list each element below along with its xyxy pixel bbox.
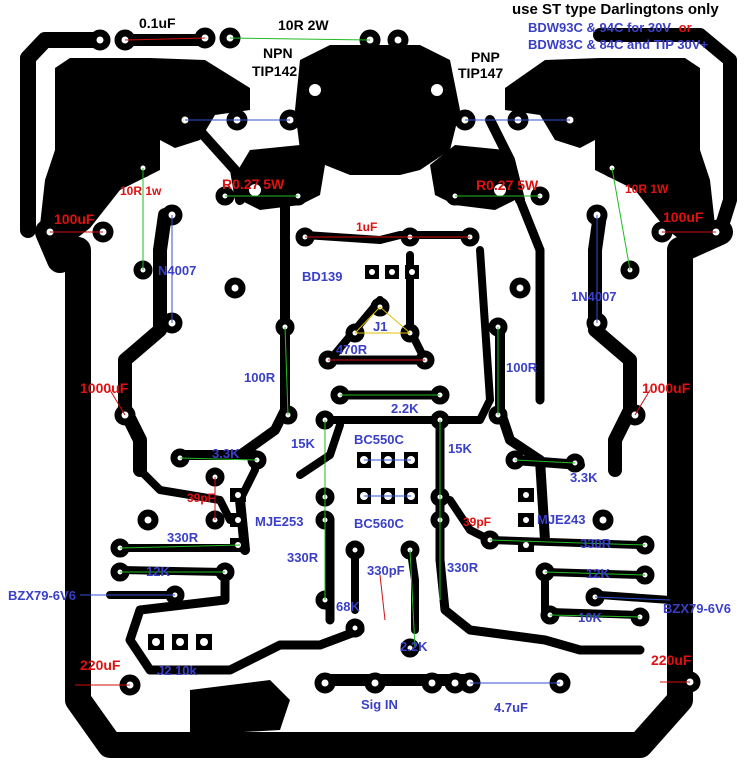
header-line1: use ST type Darlingtons only — [512, 1, 719, 18]
label-cap-39pf-right: 39pF — [463, 515, 491, 529]
label-res-330r-left: 330R — [167, 530, 199, 545]
label-res-12k-left: 12K — [146, 564, 170, 579]
label-diode-left: N4007 — [158, 263, 196, 278]
label-cap-220uf-right: 220uF — [651, 652, 692, 668]
label-res-10r2w: 10R 2W — [278, 17, 329, 33]
component-labels: 0.1uF 10R 2W NPN TIP142 PNP TIP147 10R 1… — [8, 15, 731, 715]
label-cap-330pf: 330pF — [367, 563, 405, 578]
label-mje243: MJE243 — [537, 512, 585, 527]
label-j1: J1 — [373, 319, 387, 334]
label-diode-right: 1N4007 — [571, 289, 617, 304]
label-j2: J2 10k — [157, 663, 198, 678]
label-cap-1uf: 1uF — [356, 220, 377, 234]
label-res-330r-mid-left: 330R — [287, 550, 319, 565]
label-cap-1000uf-left: 1000uF — [80, 380, 129, 396]
label-bd139: BD139 — [302, 269, 342, 284]
label-mje253: MJE253 — [255, 514, 303, 529]
label-pnp-part: TIP147 — [458, 65, 503, 81]
label-cap-220uf-left: 220uF — [80, 657, 121, 673]
header-line3: BDW83C & 84C and TIP 30V+ — [528, 37, 708, 52]
traces — [106, 115, 674, 686]
label-res-68k: 68K — [336, 599, 360, 614]
label-res-100r-left: 100R — [244, 370, 276, 385]
label-zener-left: BZX79-6V6 — [8, 588, 76, 603]
label-cap-1000uf-right: 1000uF — [642, 380, 691, 396]
label-res-33k-right: 3.3K — [570, 470, 598, 485]
label-res-12k-right: 12K — [586, 566, 610, 581]
label-res-33k-left: 3.3K — [212, 446, 240, 461]
label-npn-part: TIP142 — [252, 63, 297, 79]
label-sig-in: Sig IN — [361, 697, 398, 712]
header-note: use ST type Darlingtons only BDW93C & 94… — [512, 1, 719, 52]
label-cap-39pf-left: 39pF — [187, 491, 215, 505]
label-res-330r-mid-right: 330R — [447, 560, 479, 575]
label-res-10k-right: 10K — [578, 610, 602, 625]
power-pours — [40, 45, 715, 735]
label-res-100r-right: 100R — [506, 360, 538, 375]
label-cap-01: 0.1uF — [139, 15, 176, 31]
label-res-15k-right: 15K — [448, 441, 472, 456]
header-line2: BDW93C & 94C for 30V or — [528, 20, 692, 35]
label-cap-100uf-left: 100uF — [54, 211, 95, 227]
label-pnp: PNP — [471, 49, 500, 65]
label-res-r027-left: R0.27 5W — [222, 176, 285, 192]
label-npn: NPN — [263, 45, 293, 61]
label-bc550c: BC550C — [354, 432, 404, 447]
label-res-10r1w-left: 10R 1w — [120, 184, 162, 198]
label-zener-right: BZX79-6V6 — [663, 601, 731, 616]
label-res-330r-right: 330R — [580, 536, 612, 551]
label-cap-47uf: 4.7uF — [494, 700, 528, 715]
label-res-10r1w-right: 10R 1W — [625, 182, 669, 196]
label-bc560c: BC560C — [354, 516, 404, 531]
jumpers — [50, 37, 716, 686]
label-res-22k-top: 2.2K — [391, 401, 419, 416]
mounting-holes — [249, 84, 506, 196]
label-res-470r: 470R — [336, 342, 368, 357]
label-cap-100uf-right: 100uF — [663, 209, 704, 225]
label-res-15k-left: 15K — [291, 436, 315, 451]
label-res-r027-right: R0.27 5W — [476, 177, 539, 193]
transistor-pad-holes — [152, 269, 529, 646]
label-res-22k-bottom: 2.2K — [400, 639, 428, 654]
